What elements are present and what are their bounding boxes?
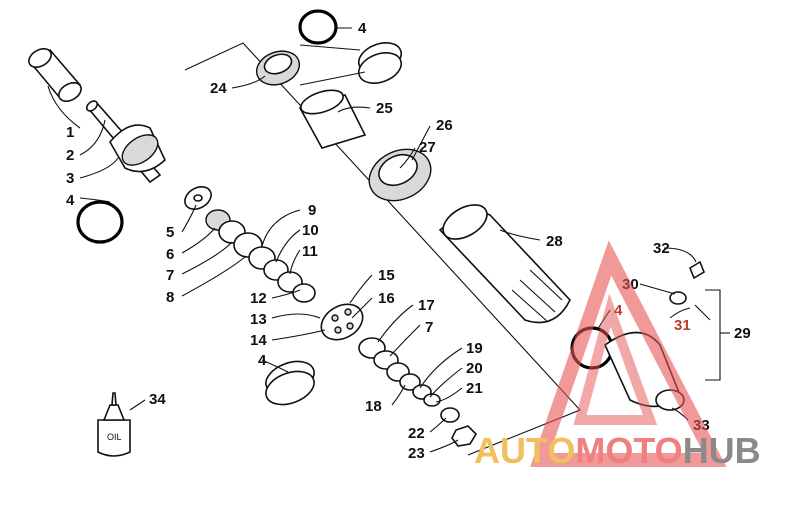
callout-9: 9 xyxy=(308,202,316,219)
callout-26: 26 xyxy=(436,117,453,134)
watermark-triangle-outer xyxy=(530,240,727,467)
callout-21: 21 xyxy=(466,380,483,397)
callout-11: 11 xyxy=(302,243,318,260)
callout-3: 3 xyxy=(66,170,74,187)
callout-29: 29 xyxy=(734,325,751,342)
callout-4: 4 xyxy=(66,192,75,209)
callout-31: 31 xyxy=(674,317,691,334)
svg-text:AUTOMOTOHUB: AUTOMOTOHUB xyxy=(474,430,761,471)
callout-7: 7 xyxy=(166,267,174,284)
callout-18: 18 xyxy=(365,398,382,415)
callout-7: 7 xyxy=(425,319,433,336)
callout-22: 22 xyxy=(408,425,425,442)
callout-25: 25 xyxy=(376,100,393,117)
callout-15: 15 xyxy=(378,267,395,284)
callout-4: 4 xyxy=(258,352,267,369)
shock-body xyxy=(438,204,571,324)
o-ring xyxy=(76,200,124,244)
oil-bottle: OIL xyxy=(97,392,131,457)
callout-32: 32 xyxy=(653,240,670,257)
callout-4: 4 xyxy=(614,302,623,319)
wear-band xyxy=(357,42,403,84)
assembly-boundary-line xyxy=(184,42,581,456)
callout-13: 13 xyxy=(250,311,267,328)
valve-group-bracket xyxy=(705,289,721,381)
valve-cap xyxy=(669,291,687,305)
callout-27: 27 xyxy=(419,139,436,156)
watermark-text-auto: AUTO xyxy=(474,430,575,471)
callout-17: 17 xyxy=(418,297,435,314)
watermark-text-moto: MOTO xyxy=(575,430,682,471)
spring-adjuster-nuts xyxy=(368,148,432,202)
callout-23: 23 xyxy=(408,445,425,462)
shaft-eye-bushing xyxy=(28,48,82,102)
valve-screw xyxy=(689,260,705,280)
callout-19: 19 xyxy=(466,340,483,357)
callout-16: 16 xyxy=(378,290,395,307)
callout-24: 24 xyxy=(210,80,227,97)
callout-4: 4 xyxy=(358,20,367,37)
callout-14: 14 xyxy=(250,332,267,349)
callout-2: 2 xyxy=(66,147,74,164)
callout-8: 8 xyxy=(166,289,174,306)
callout-5: 5 xyxy=(166,224,174,241)
callout-12: 12 xyxy=(250,290,267,307)
callout-labels: 1 2 3 4 4 4 4 5 6 7 7 8 9 10 11 12 13 14… xyxy=(66,20,751,462)
o-ring xyxy=(298,9,338,45)
watermark-text-hub: HUB xyxy=(683,430,761,471)
callout-28: 28 xyxy=(546,233,563,250)
watermark-logo xyxy=(530,240,727,467)
callout-34: 34 xyxy=(149,391,166,408)
oil-bottle-label: OIL xyxy=(107,432,122,442)
watermark-text: AUTOMOTOHUB xyxy=(474,430,761,471)
piston-band xyxy=(265,360,315,406)
callout-20: 20 xyxy=(466,360,483,377)
shim-stack-lower xyxy=(358,337,478,447)
callout-6: 6 xyxy=(166,246,174,263)
seal-cap xyxy=(255,50,301,86)
bushing-sleeve xyxy=(298,89,367,149)
valve-pin xyxy=(694,304,711,321)
shim-stack-upper xyxy=(184,186,316,303)
watermark-triangle-inner xyxy=(573,293,658,425)
callout-10: 10 xyxy=(302,222,319,239)
piston xyxy=(320,303,364,341)
callout-1: 1 xyxy=(66,124,74,141)
shaft-seal-head xyxy=(109,124,166,173)
